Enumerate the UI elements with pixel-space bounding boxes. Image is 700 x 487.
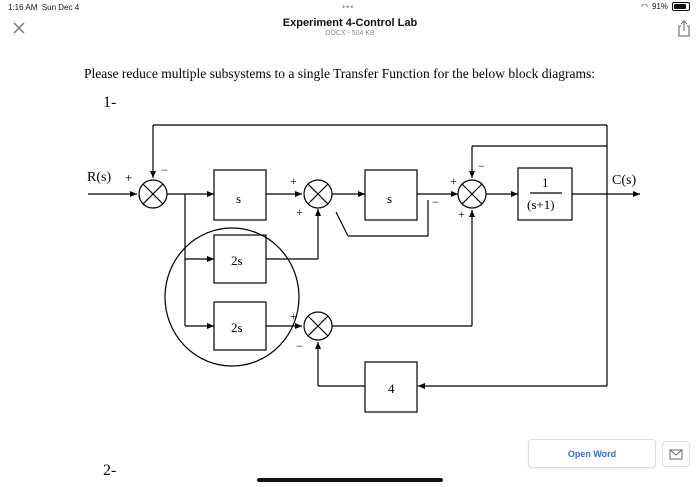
- output-label: C(s): [612, 173, 636, 188]
- grouping-circle: [164, 227, 300, 367]
- sign-plus: +: [296, 205, 303, 219]
- sign-minus: −: [478, 159, 485, 173]
- summing-junction-2: [303, 179, 333, 209]
- block-s-2: [364, 169, 418, 221]
- problem-2-label: 2-: [103, 462, 117, 479]
- document-title: Experiment 4-Control Lab: [282, 17, 418, 29]
- battery-icon: [672, 2, 690, 11]
- instruction-text: Please reduce multiple subsystems to a s…: [84, 66, 596, 81]
- summing-junction-4: [303, 311, 333, 341]
- block-4-label: 4: [388, 381, 395, 396]
- sign-plus: +: [290, 309, 297, 323]
- input-label: R(s): [87, 170, 111, 185]
- more-dots-icon[interactable]: •••: [342, 2, 355, 12]
- block-2s-top-label: 2s: [231, 253, 243, 268]
- sign-minus: −: [161, 163, 168, 177]
- status-time: 1:16 AM Sun Dec 4: [8, 3, 80, 12]
- document-subtitle: DOCX - 504 KB: [325, 30, 375, 37]
- block-4: [364, 361, 418, 413]
- tf-numerator: 1: [542, 175, 549, 190]
- share-icon[interactable]: [676, 20, 692, 38]
- status-right: ◠ 91%: [641, 2, 690, 11]
- block-2s-bottom-label: 2s: [231, 320, 243, 335]
- block-s-1-label: s: [236, 191, 241, 206]
- envelope-icon: [669, 449, 683, 460]
- sign-minus: −: [296, 339, 303, 353]
- open-word-button[interactable]: Open Word: [528, 439, 656, 468]
- mail-icon[interactable]: [662, 441, 690, 467]
- close-icon[interactable]: [11, 20, 27, 36]
- home-indicator[interactable]: [257, 478, 443, 482]
- tf-denominator: (s+1): [527, 197, 555, 212]
- sign-plus: +: [450, 174, 457, 188]
- sign-plus: +: [290, 174, 297, 188]
- wifi-icon: ◠: [641, 2, 648, 11]
- summing-junction-1: [138, 179, 168, 209]
- problem-1-label: 1-: [103, 94, 117, 111]
- block-s-1: [213, 169, 267, 221]
- sign-minus: −: [432, 195, 439, 209]
- summing-junction-3: [457, 179, 487, 209]
- status-bar: 1:16 AM Sun Dec 4 ••• ◠ 91%: [0, 0, 700, 14]
- sign-plus: +: [458, 207, 465, 221]
- battery-percent: 91%: [651, 2, 668, 11]
- sign-plus: +: [125, 170, 132, 185]
- block-s-2-label: s: [387, 191, 392, 206]
